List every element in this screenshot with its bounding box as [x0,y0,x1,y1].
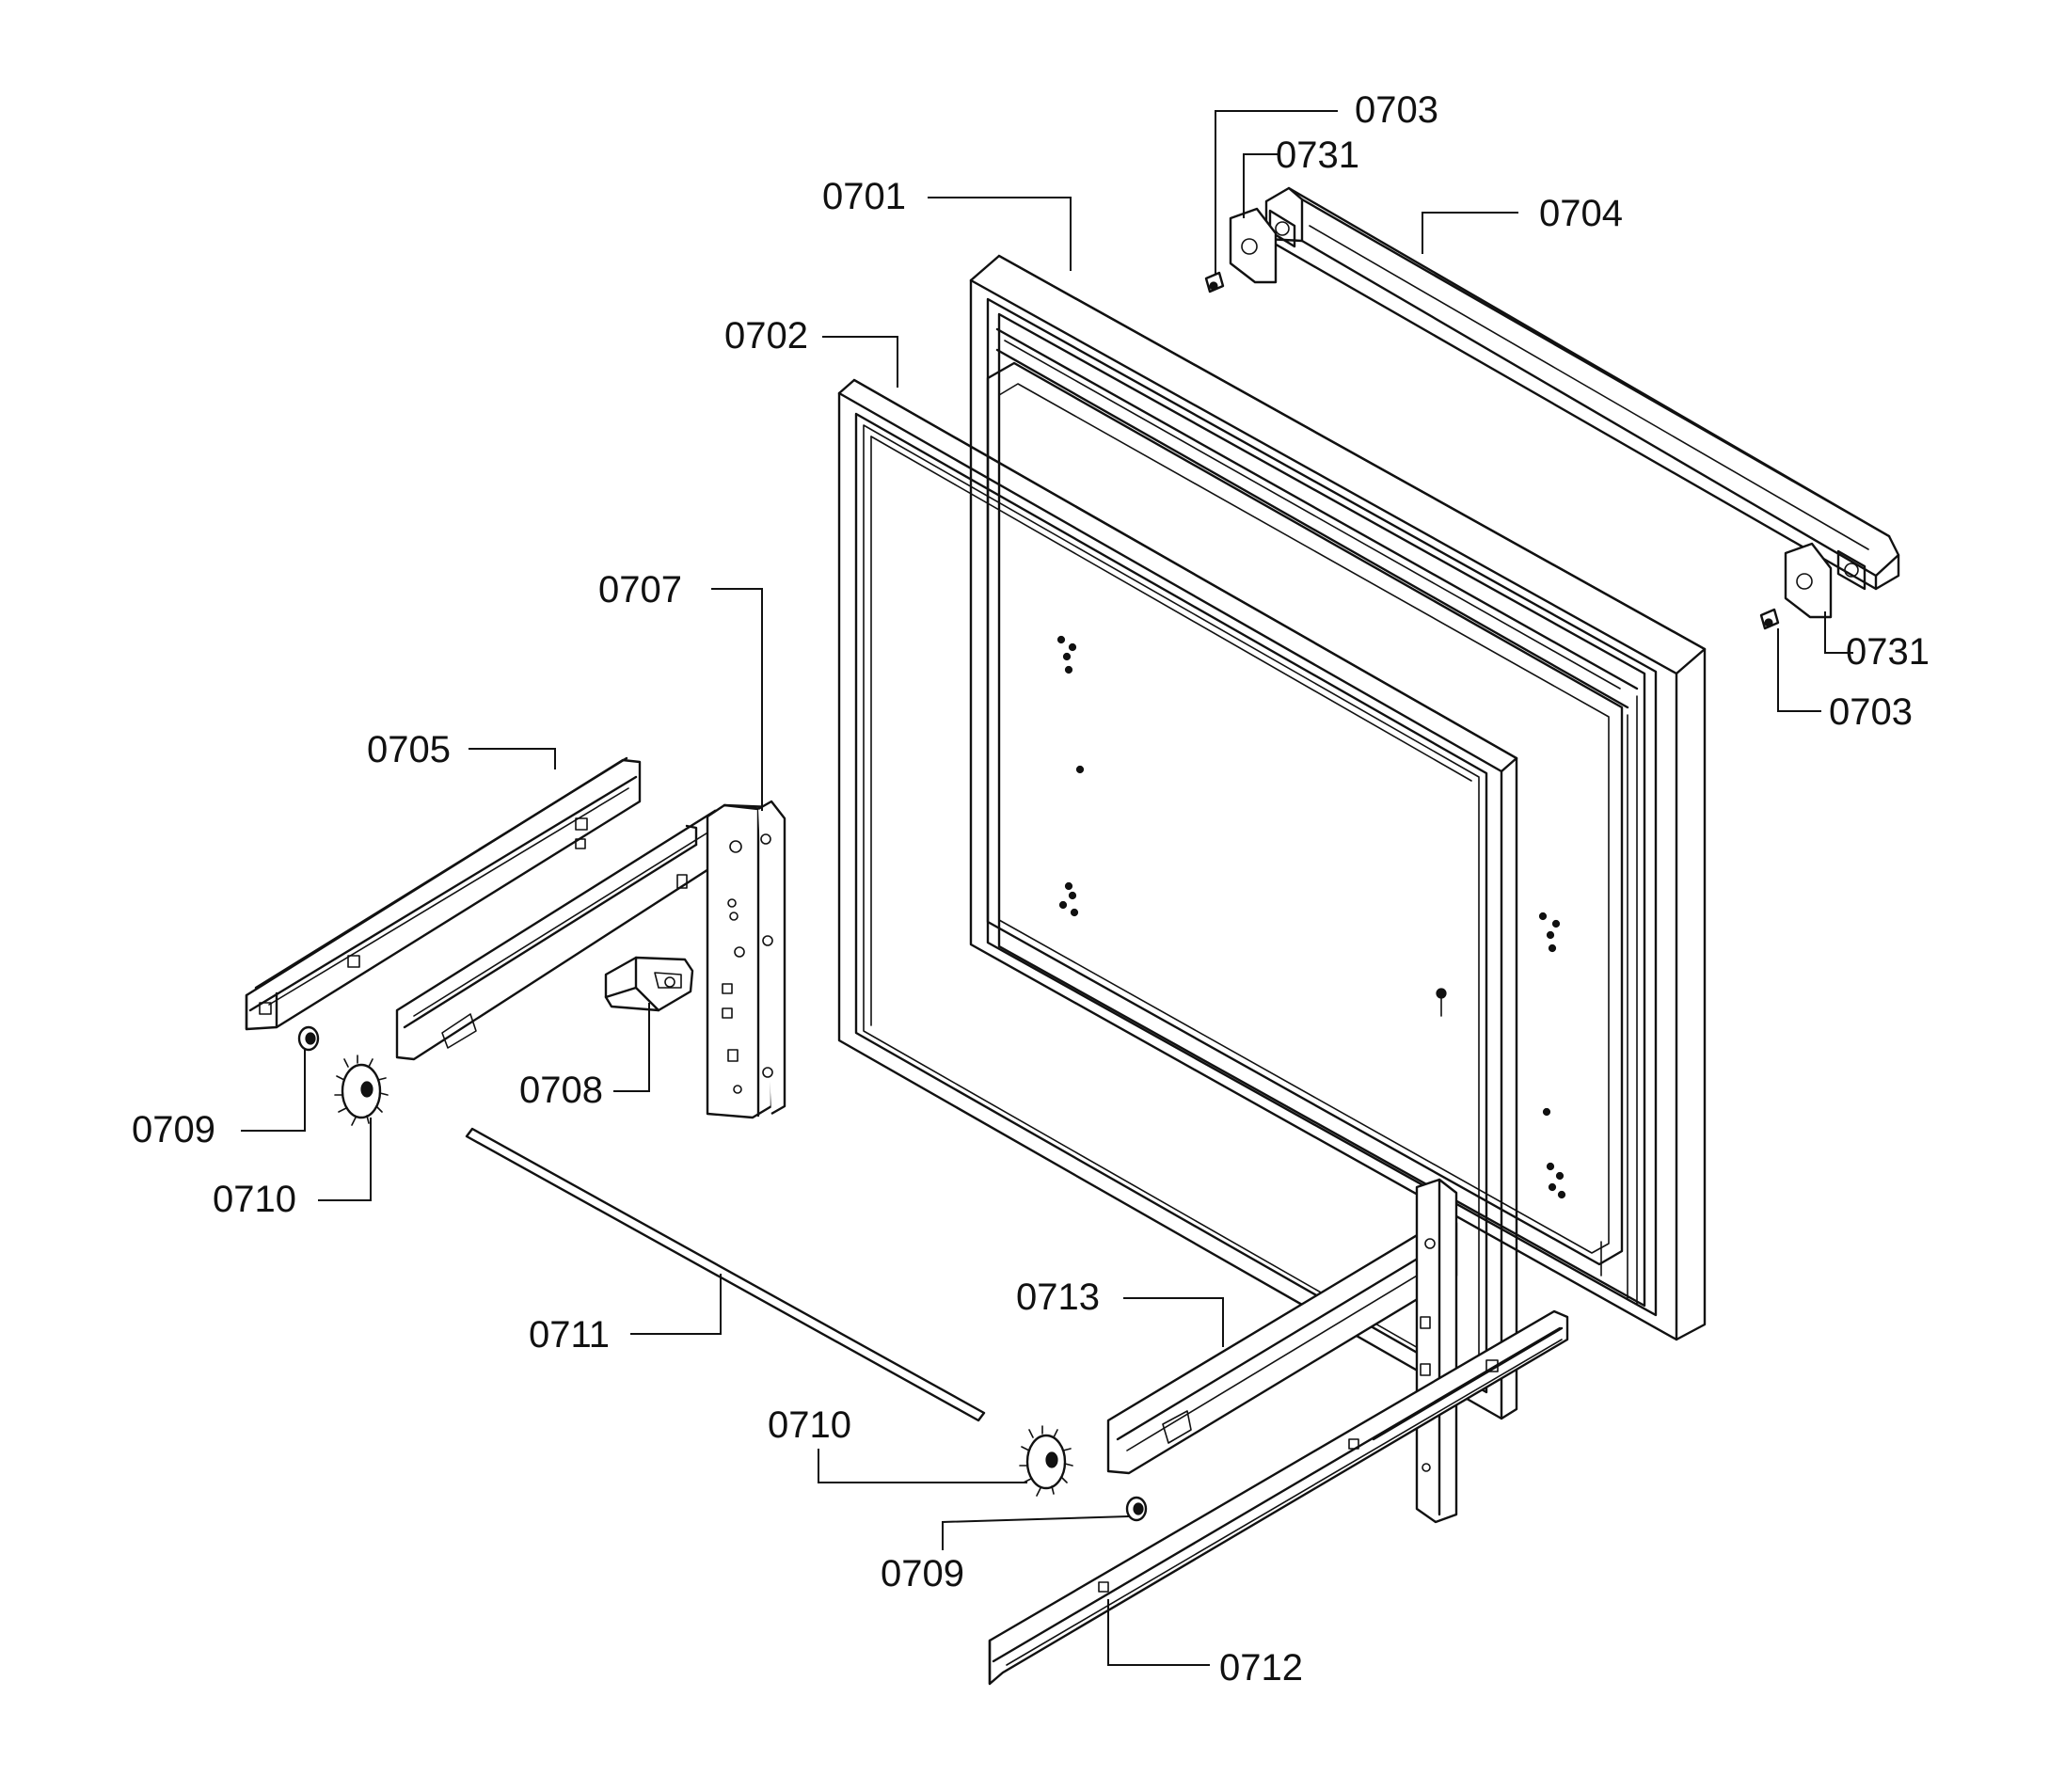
spacer-plate-top [1229,207,1278,284]
callout-0731-top: 0731 [1276,135,1359,176]
left-slide-rail-part [245,756,642,1031]
callout-0702: 0702 [724,315,808,357]
leader-lines [241,110,1853,1666]
callout-0707: 0707 [598,569,682,611]
callout-labels: 0701 0702 0703 0703 0704 0705 0707 0708 … [132,89,1930,1689]
door-frame-part [969,254,1707,1341]
screw-bottom [1759,608,1780,630]
callout-0712: 0712 [1219,1647,1303,1689]
callout-0704: 0704 [1539,193,1623,234]
callout-0711: 0711 [529,1314,610,1356]
mounting-holes [1056,635,1566,1199]
right-bracket-part [1106,1178,1458,1524]
callout-0710-right: 0710 [768,1404,851,1446]
gear-right [1019,1425,1073,1497]
bushing-left [297,1025,320,1052]
callout-0701: 0701 [822,176,906,217]
callout-0709-left: 0709 [132,1109,215,1150]
bushing-right [1125,1496,1148,1522]
spacer-plate-bottom [1784,542,1833,619]
callout-0713: 0713 [1016,1277,1100,1318]
callout-0708: 0708 [519,1070,603,1111]
callout-0709-right: 0709 [881,1553,964,1594]
callout-0710-left: 0710 [213,1179,296,1220]
screw-top [1204,271,1225,293]
callout-0705: 0705 [367,729,451,770]
callout-0731-bottom: 0731 [1846,631,1930,673]
callout-0703-bottom: 0703 [1829,691,1913,733]
gear-left [334,1055,389,1126]
clip-part [604,956,694,1012]
right-slide-rail-part [988,1309,1569,1686]
left-bracket-part [395,800,786,1119]
callout-0703-top: 0703 [1355,89,1438,131]
door-handle-part [1264,186,1900,591]
rod-part [465,1127,986,1422]
